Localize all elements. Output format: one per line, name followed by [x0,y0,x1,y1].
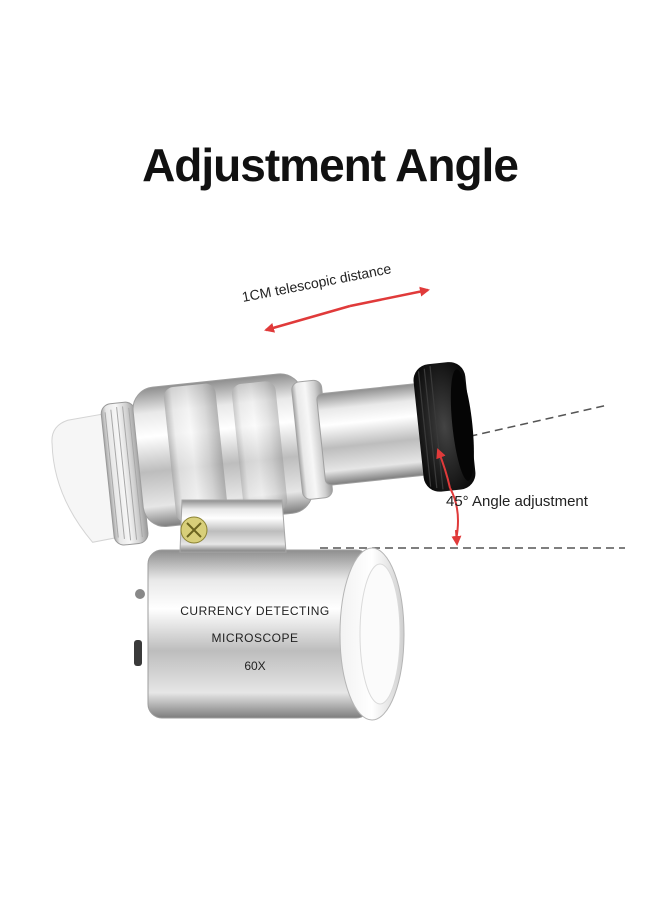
body-print-line1: CURRENCY DETECTING [180,604,329,618]
microscope-base [134,547,405,721]
hinge [179,499,287,553]
power-switch-icon [134,640,142,666]
telescopic-label: 1CM telescopic distance [241,260,393,305]
microscope-head [51,362,476,546]
telescopic-arrow [349,286,430,308]
body-print-line3: 60X [244,659,265,673]
page-title: Adjustment Angle [142,139,519,191]
angle-label: 45° Angle adjustment [446,493,589,510]
screw-icon [135,589,145,599]
upper-guide-line [329,404,609,469]
body-print-line2: MICROSCOPE [211,631,298,645]
